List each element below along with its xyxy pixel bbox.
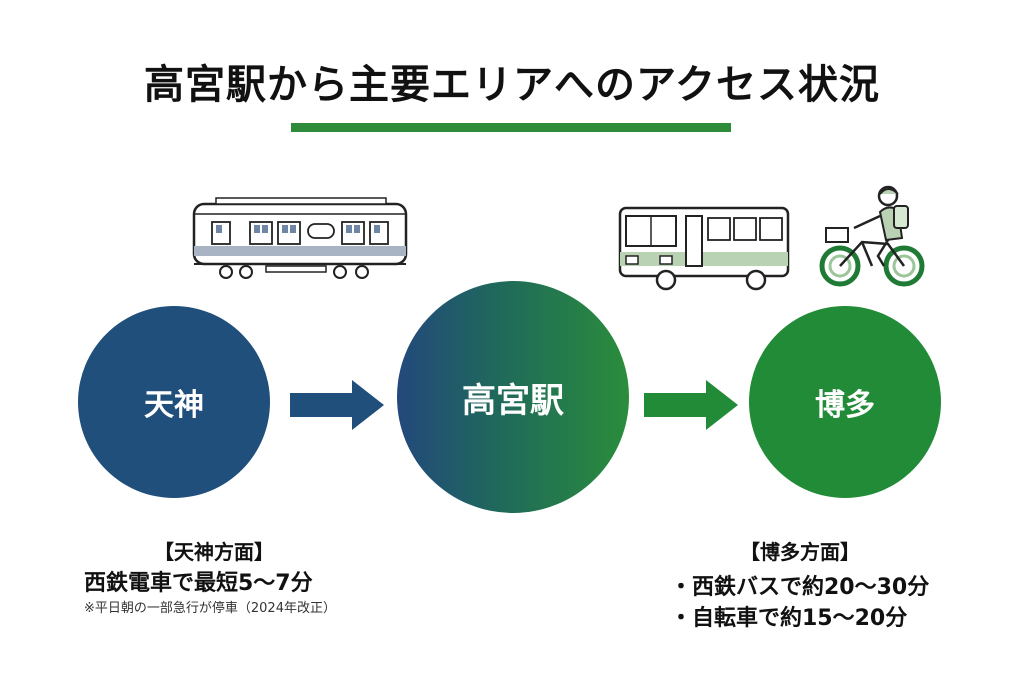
hakata-access-bus: ・西鉄バスで約20〜30分 (670, 575, 930, 600)
tenjin-note: ※平日朝の一部急行が停車（2024年改正） (84, 601, 336, 616)
bicycle-rider-icon (819, 185, 925, 287)
page-title: 高宮駅から主要エリアへのアクセス状況 (144, 62, 880, 108)
station-circle-hakata: 博多 (749, 306, 941, 498)
tenjin-heading: 【天神方面】 (154, 540, 274, 564)
train-icon (192, 197, 408, 279)
bus-icon (618, 206, 790, 291)
station-circle-takamiya: 高宮駅 (397, 281, 629, 513)
tenjin-access-line: 西鉄電車で最短5〜7分 (84, 571, 313, 596)
station-label-tenjin: 天神 (144, 388, 204, 423)
arrow-right-navy-icon (290, 380, 384, 430)
title-underline (291, 123, 731, 132)
arrow-right-green-icon (644, 380, 738, 430)
station-label-hakata: 博多 (815, 388, 875, 423)
station-circle-tenjin: 天神 (78, 306, 270, 498)
hakata-heading: 【博多方面】 (740, 540, 860, 564)
hakata-access-bicycle: ・自転車で約15〜20分 (670, 606, 908, 631)
station-label-takamiya: 高宮駅 (462, 380, 564, 421)
